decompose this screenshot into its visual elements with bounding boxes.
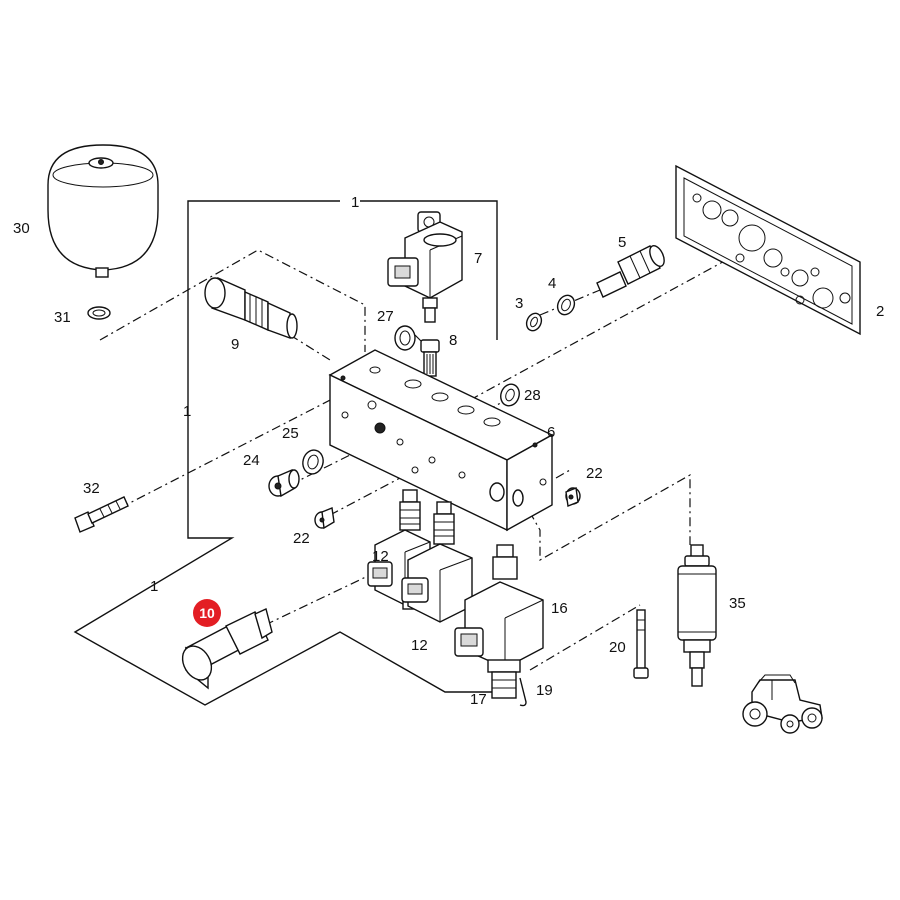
label-17: 17 [470,691,487,708]
callout-labels: 1 1 1 2 3 4 5 6 7 8 9 12 12 16 17 19 20 … [13,194,884,708]
label-16: 16 [551,600,568,617]
label-19: 19 [536,682,553,699]
accumulator-sphere[interactable] [47,144,159,278]
tractor-icon [742,674,823,734]
label-1-top: 1 [351,194,359,211]
label-2: 2 [876,303,884,320]
solenoid-valve-12-right[interactable] [401,501,473,623]
label-3: 3 [515,295,523,312]
label-28: 28 [524,387,541,404]
solenoid-valve-7[interactable] [387,211,463,323]
check-valve-8[interactable] [420,339,440,377]
plug-22-lower[interactable] [314,507,335,530]
label-10: 10 [199,605,215,621]
label-8: 8 [449,332,457,349]
label-30: 30 [13,220,30,237]
relief-valve-10[interactable] [177,608,273,690]
seal-ring-31[interactable] [87,306,111,320]
seal-ring-25[interactable] [300,448,326,476]
seal-ring-4[interactable] [555,293,578,318]
pressure-switch-5[interactable] [596,243,667,298]
plug-22-right[interactable] [565,487,581,507]
label-35: 35 [729,595,746,612]
label-32: 32 [83,480,100,497]
label-12-lower: 12 [411,637,428,654]
assembly-frame [73,200,500,706]
label-22-right: 22 [586,465,603,482]
label-9: 9 [231,336,239,353]
label-1-bottom: 1 [150,578,158,595]
pressure-sensor-35[interactable] [677,544,717,687]
proportional-valve-16[interactable] [454,544,544,673]
label-7: 7 [474,250,482,267]
clip-19[interactable] [519,677,527,707]
label-24: 24 [243,452,260,469]
highlighted-part-badge[interactable]: 10 [193,599,221,627]
label-6: 6 [547,424,555,441]
bolt-32[interactable] [74,496,129,533]
label-4: 4 [548,275,556,292]
gasket-plate-2[interactable] [675,164,861,336]
label-22-lower: 22 [293,530,310,547]
cartridge-valve-9[interactable] [204,277,298,339]
label-20: 20 [609,639,626,656]
seal-ring-28[interactable] [498,382,522,409]
plug-24[interactable] [268,469,300,498]
bolt-20[interactable] [633,609,649,679]
label-1-mid: 1 [183,403,191,420]
label-5: 5 [618,234,626,251]
label-25: 25 [282,425,299,442]
label-27: 27 [377,308,394,325]
seal-ring-27[interactable] [394,325,416,351]
spool-17[interactable] [491,671,517,699]
label-31: 31 [54,309,71,326]
label-12-upper: 12 [372,548,389,565]
highlight-circle [193,599,221,627]
seal-ring-3[interactable] [524,311,544,333]
valve-block-6[interactable] [328,349,554,532]
